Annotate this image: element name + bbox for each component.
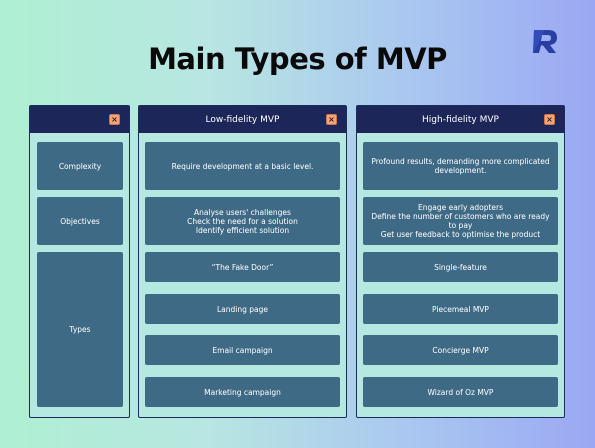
low-type-marketing-campaign: Marketing campaign [145,377,340,407]
close-icon[interactable]: × [326,114,337,125]
high-type-concierge: Concierge MVP [363,335,558,365]
low-type-email-campaign: Email campaign [145,335,340,365]
row-label-types: Types [37,252,123,407]
high-type-single-feature: Single-feature [363,252,558,282]
close-icon[interactable]: × [109,114,120,125]
high-type-wizard-of-oz: Wizard of Oz MVP [363,377,558,407]
low-fidelity-header: Low-fidelity MVP × [139,106,346,133]
high-fidelity-panel: High-fidelity MVP × Profound results, de… [356,105,565,418]
low-type-landing-page: Landing page [145,294,340,324]
low-fidelity-title: Low-fidelity MVP [205,114,280,125]
high-type-piecemeal: Piecemeal MVP [363,294,558,324]
low-fidelity-panel: Low-fidelity MVP × Require development a… [138,105,347,418]
high-fidelity-title: High-fidelity MVP [422,114,499,125]
row-labels-panel: × Complexity Objectives Types [29,105,130,418]
low-type-fake-door: “The Fake Door” [145,252,340,282]
low-objectives-cell: Analyse users' challenges Check the need… [145,197,340,245]
brand-logo-icon [533,30,557,53]
high-fidelity-header: High-fidelity MVP × [357,106,564,133]
high-complexity-cell: Profound results, demanding more complic… [363,142,558,190]
low-complexity-cell: Require development at a basic level. [145,142,340,190]
high-objectives-cell: Engage early adopters Define the number … [363,197,558,245]
row-label-complexity: Complexity [37,142,123,190]
close-icon[interactable]: × [544,114,555,125]
row-label-objectives: Objectives [37,197,123,245]
panel-header: × [30,106,129,133]
page-title: Main Types of MVP [148,42,447,76]
